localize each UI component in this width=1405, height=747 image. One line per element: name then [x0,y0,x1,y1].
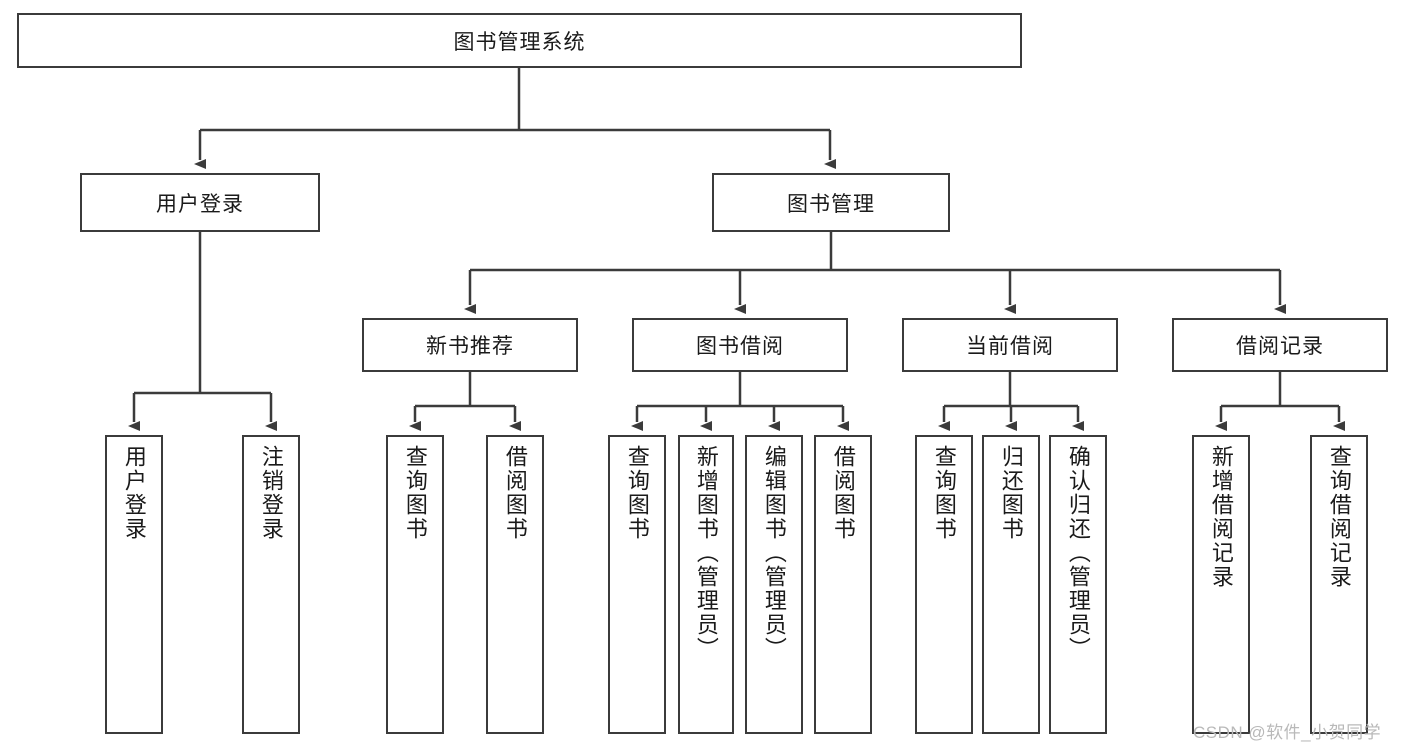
node-label: 图书管理系统 [453,30,586,54]
node-label: 当前借阅 [966,335,1054,358]
node-label: 注销登录 [258,445,284,541]
node-label: 编辑图书（管理员） [761,445,787,661]
node-label: 用户登录 [156,192,244,216]
edge-newbook-to-leaves [409,372,521,431]
node-label: 查询图书 [931,445,957,541]
node-label: 图书管理 [787,192,875,216]
edge-bookmanagement-to-level2 [464,232,1286,314]
node-book-management-system[interactable]: 图书管理系统 [17,13,1022,68]
edge-borrowrecords-to-leaves [1215,372,1345,431]
node-label: 借阅图书 [830,445,856,541]
node-borrow-records[interactable]: 借阅记录 [1172,318,1388,372]
node-leaf-add-book-admin[interactable]: 新增图书（管理员） [678,435,734,734]
node-user-login[interactable]: 用户登录 [80,173,320,232]
node-leaf-query-book-borrow[interactable]: 查询图书 [608,435,666,734]
node-leaf-confirm-return-admin[interactable]: 确认归还（管理员） [1049,435,1107,734]
node-leaf-borrow-book-recommend[interactable]: 借阅图书 [486,435,544,734]
node-leaf-edit-book-admin[interactable]: 编辑图书（管理员） [745,435,803,734]
node-label: 用户登录 [121,445,147,541]
node-label: 归还图书 [998,445,1024,541]
node-leaf-return-book[interactable]: 归还图书 [982,435,1040,734]
edge-root-to-level1 [194,68,836,169]
node-label: 借阅记录 [1236,335,1324,358]
node-label: 新增图书（管理员） [693,445,719,661]
node-label: 查询借阅记录 [1326,445,1352,589]
node-leaf-user-login[interactable]: 用户登录 [105,435,163,734]
node-label: 借阅图书 [502,445,528,541]
node-leaf-query-book-recommend[interactable]: 查询图书 [386,435,444,734]
node-new-book-recommend[interactable]: 新书推荐 [362,318,578,372]
node-label: 查询图书 [624,445,650,541]
csdn-watermark: CSDN @软件_小贺同学 [1193,723,1382,742]
node-leaf-borrow-book[interactable]: 借阅图书 [814,435,872,734]
node-label: 新增借阅记录 [1208,445,1234,589]
node-book-borrow[interactable]: 图书借阅 [632,318,848,372]
node-label: 图书借阅 [696,335,784,358]
edge-bookborrow-to-leaves [631,372,849,431]
node-label: 新书推荐 [426,335,514,358]
node-leaf-query-book-current[interactable]: 查询图书 [915,435,973,734]
node-book-management[interactable]: 图书管理 [712,173,950,232]
node-label: 确认归还（管理员） [1065,445,1091,661]
edge-currentborrow-to-leaves [938,372,1084,431]
node-leaf-add-borrow-record[interactable]: 新增借阅记录 [1192,435,1250,734]
node-label: 查询图书 [402,445,428,541]
edge-userlogin-to-leaves [128,232,277,431]
node-leaf-query-borrow-record[interactable]: 查询借阅记录 [1310,435,1368,734]
node-leaf-logout[interactable]: 注销登录 [242,435,300,734]
node-current-borrow[interactable]: 当前借阅 [902,318,1118,372]
